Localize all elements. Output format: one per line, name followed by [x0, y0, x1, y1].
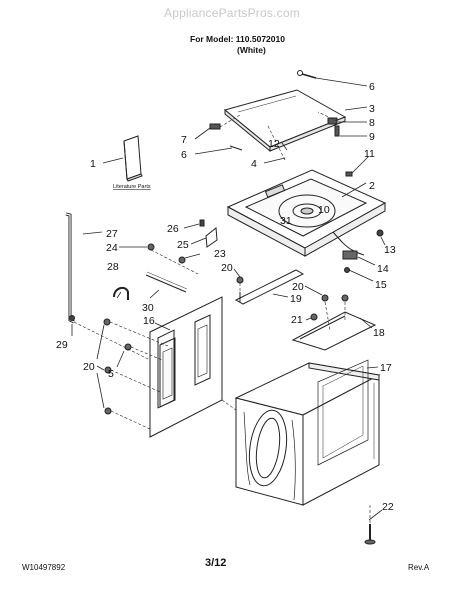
revision: Rev.A	[408, 563, 430, 572]
callout-17: 17	[380, 362, 392, 374]
top-panel	[226, 169, 387, 257]
document-number: W10497892	[22, 563, 66, 572]
callout-5: 5	[108, 368, 114, 380]
cabinet	[234, 359, 381, 506]
callout-9: 9	[369, 131, 375, 143]
lid-hinge-parts	[209, 70, 340, 151]
callout-14: 14	[377, 263, 389, 275]
callout-13: 13	[384, 244, 396, 256]
callout-28: 28	[107, 261, 119, 273]
callout-27: 27	[106, 228, 118, 240]
drain-hose	[65, 212, 75, 324]
callout-6-top: 6	[369, 81, 375, 93]
callout-8: 8	[369, 117, 375, 129]
corner-brace	[291, 311, 377, 351]
mounting-bracket	[199, 219, 218, 248]
callout-20-right: 20	[292, 281, 304, 293]
callout-numbers: 1 2 3 4 5 6 6 7 8 9 10 11 12 13 14 15 16…	[56, 81, 396, 513]
callout-30: 30	[142, 302, 154, 314]
callout-11: 11	[364, 148, 375, 160]
callout-25: 25	[177, 239, 189, 251]
callout-26: 26	[167, 223, 179, 235]
front-bracket	[234, 269, 305, 305]
callout-3: 3	[369, 103, 375, 115]
left-side-panel	[149, 296, 223, 438]
callout-10: 10	[318, 204, 330, 216]
model-title: For Model: 110.5072010	[190, 34, 285, 44]
literature-parts-label: Literature Parts	[113, 184, 151, 190]
exploded-view-dashed-lines	[73, 111, 371, 524]
callout-15: 15	[375, 279, 387, 291]
callout-19: 19	[290, 293, 302, 305]
callout-1: 1	[90, 158, 96, 170]
rod	[145, 271, 188, 293]
callout-21: 21	[291, 314, 303, 326]
callout-20-left: 20	[83, 361, 95, 373]
screws	[103, 243, 349, 415]
callout-16: 16	[143, 315, 155, 327]
lid-switch-harness	[332, 229, 384, 273]
model-color: (White)	[237, 45, 266, 55]
callout-23: 23	[214, 248, 226, 260]
callout-7: 7	[181, 134, 187, 146]
leader-lines	[71, 77, 386, 521]
literature-booklet	[123, 135, 143, 182]
hose-clip	[113, 286, 129, 300]
callout-2: 2	[369, 180, 375, 192]
callout-20-upper: 20	[221, 262, 233, 274]
callout-29: 29	[56, 339, 68, 351]
callout-22: 22	[382, 501, 394, 513]
callout-18: 18	[373, 327, 385, 339]
leveling-foot	[364, 524, 376, 545]
callout-4: 4	[251, 158, 257, 170]
page-number: 3/12	[205, 557, 227, 569]
callout-12: 12	[268, 138, 280, 150]
washer-lid	[223, 89, 347, 153]
callout-24: 24	[106, 242, 118, 254]
callout-31: 31	[280, 215, 292, 227]
callout-6-left: 6	[181, 149, 187, 161]
site-watermark: AppliancePartsPros.com	[164, 6, 300, 20]
